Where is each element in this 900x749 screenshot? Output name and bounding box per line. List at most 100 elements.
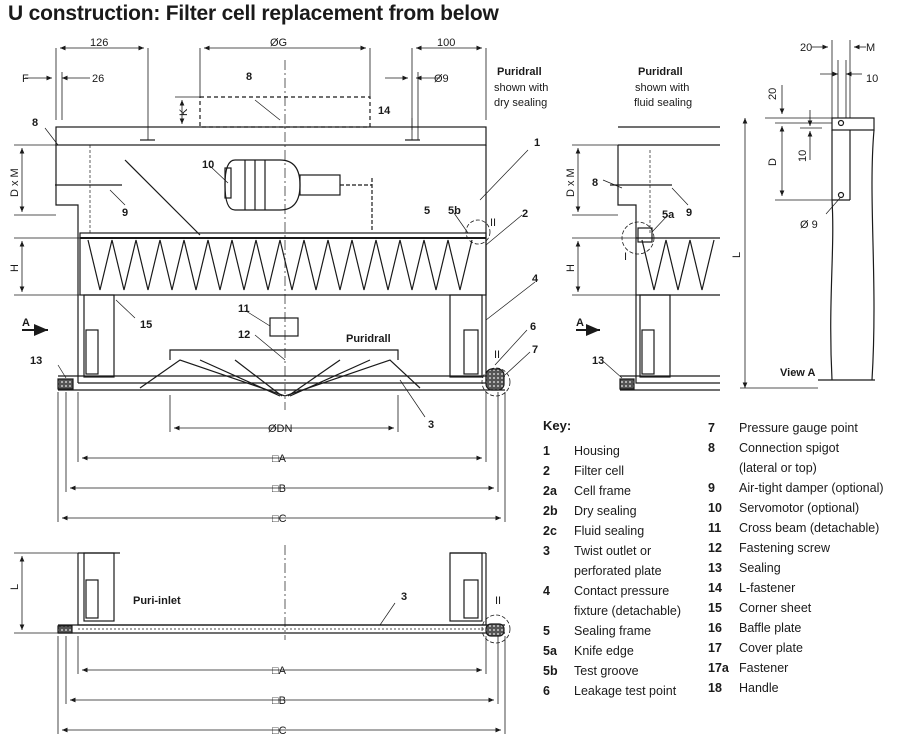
roman-II-top: II: [490, 217, 496, 229]
key-item-label: fixture (detachable): [574, 604, 682, 618]
callout-13: 13: [30, 355, 42, 367]
key-item-number: 2a: [543, 484, 557, 498]
callout-14: 14: [378, 105, 391, 117]
callout-8: 8: [246, 71, 252, 83]
key-item-number: 18: [708, 681, 722, 695]
key-item-number: 17: [708, 641, 722, 655]
key-item: 18 Handle: [708, 678, 884, 698]
key-item-number: 4: [543, 584, 550, 598]
callout-2: 2: [522, 208, 528, 220]
puridrall-dry-line2: shown with: [494, 82, 548, 94]
key-item-label: Knife edge: [574, 644, 634, 658]
key-item: 17 Cover plate: [708, 638, 884, 658]
key-item: fixture (detachable): [543, 601, 681, 621]
key-item-label: Servomotor (optional): [739, 501, 860, 515]
key-item-label: L-fastener: [739, 581, 796, 595]
bottom-view: [14, 545, 511, 734]
key-item-label: Baffle plate: [739, 621, 802, 635]
dim-126: 126: [90, 37, 108, 49]
dim-L-bottom: L: [9, 584, 21, 590]
dim-20-side: 20: [767, 88, 779, 100]
key-item-number: 12: [708, 541, 722, 555]
key-item: 14 L-fastener: [708, 578, 884, 598]
page-title: U construction: Filter cell replacement …: [8, 2, 499, 25]
key-item-label: Sealing: [739, 561, 781, 575]
callout-9-fluid: 9: [686, 207, 692, 219]
corner-sheet-right: [449, 294, 483, 378]
key-item-number: 9: [708, 481, 715, 495]
sealing-left: [57, 378, 74, 390]
dim-D: D: [767, 158, 779, 166]
dim-M: M: [866, 42, 875, 54]
dim-A-bottom: □A: [272, 665, 287, 677]
dimension-lines-top: [14, 45, 506, 522]
key-item-number: 16: [708, 621, 722, 635]
puridrall-dry-line3: dry sealing: [494, 97, 547, 109]
dim-C: □C: [272, 513, 287, 525]
dim-K: K: [178, 108, 190, 116]
key-item-label: Air-tight damper (optional): [739, 481, 884, 495]
callout-8-fluid: 8: [592, 177, 598, 189]
key-item-label: Fastening screw: [739, 541, 831, 555]
key-item-label: Fluid sealing: [574, 524, 645, 538]
callout-4: 4: [532, 273, 539, 285]
key-item-number: 13: [708, 561, 722, 575]
callout-8-left: 8: [32, 117, 38, 129]
key-item-label: Twist outlet or: [574, 544, 652, 558]
key-item-number: 8: [708, 441, 715, 455]
dim-C-bottom: □C: [272, 725, 287, 737]
dim-20-top: 20: [800, 42, 812, 54]
dim-10-top: 10: [866, 73, 878, 85]
key-item-number: 2: [543, 464, 550, 478]
roman-I: I: [624, 251, 627, 263]
corner-sheet-left: [83, 294, 115, 378]
dim-oDN: ØDN: [268, 423, 293, 435]
dim-DxM-fluid: D x M: [565, 168, 577, 197]
dim-B: □B: [272, 483, 286, 495]
key-item-number: 2b: [543, 504, 558, 518]
puri-inlet-label: Puri-inlet: [133, 595, 181, 607]
callout-6: 6: [530, 321, 536, 333]
key-item-number: 6: [543, 684, 550, 698]
diagram-text: 126 ØG 100 F 26 Ø9 K D x M H ØDN □A □B □…: [9, 37, 878, 737]
filter-cell: [79, 232, 487, 296]
key-item: 12 Fastening screw: [708, 538, 884, 558]
view-a: [740, 40, 875, 389]
housing-top-band: [55, 126, 487, 146]
key-item-number: 7: [708, 421, 715, 435]
dim-100: 100: [437, 37, 455, 49]
dim-B-bottom: □B: [272, 695, 286, 707]
key-item-label: Corner sheet: [739, 601, 812, 615]
key-item-label: Cross beam (detachable): [739, 521, 880, 535]
key-item-number: 14: [708, 581, 722, 595]
key-item-label: Handle: [739, 681, 779, 695]
callout-leaders: [44, 99, 536, 418]
key-item-label: Dry sealing: [574, 504, 637, 518]
key-item-number: 5b: [543, 664, 558, 678]
key-item-number: [708, 458, 739, 478]
key-title: Key:: [543, 418, 572, 433]
twist-outlet: [139, 317, 421, 397]
callout-15: 15: [140, 319, 152, 331]
callout-13-fluid: 13: [592, 355, 604, 367]
key-item-number: 3: [543, 544, 550, 558]
roman-II-bottom: II: [495, 595, 501, 607]
key-item: 9 Air-tight damper (optional): [708, 478, 884, 498]
dim-H-fluid: H: [565, 264, 577, 272]
key-item: 2b Dry sealing: [543, 501, 681, 521]
callout-3: 3: [428, 419, 434, 431]
key-item-label: Cover plate: [739, 641, 803, 655]
callout-11: 11: [238, 303, 250, 315]
key-item-label: Contact pressure: [574, 584, 670, 598]
key-item-number: 17a: [708, 661, 729, 675]
puridrall-center-label: Puridrall: [346, 333, 391, 345]
